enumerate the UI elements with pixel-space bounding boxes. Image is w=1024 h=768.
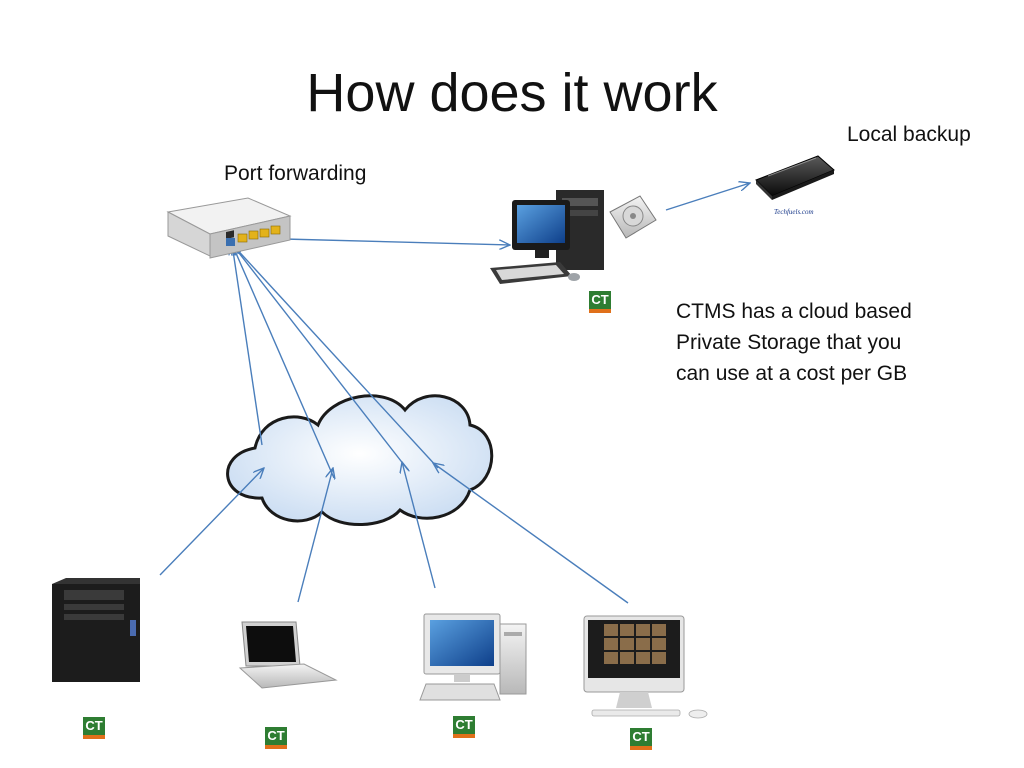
local-backup-label: Local backup xyxy=(847,123,971,146)
connection-arrows xyxy=(159,183,750,604)
arrow-desktop-to-cloud xyxy=(402,462,436,589)
arrow-server-to-cloud xyxy=(159,468,264,576)
storage-note: CTMS has a cloud based Private Storage t… xyxy=(676,296,966,389)
laptop-icon xyxy=(238,621,338,689)
drive-brand-text: Techfuels.com xyxy=(774,208,814,216)
imac-icon xyxy=(583,615,708,719)
office-pc-icon xyxy=(490,190,604,284)
router-icon xyxy=(166,197,292,259)
storage-note-line: can use at a cost per GB xyxy=(676,362,908,385)
arrow-desktop-link-to-router xyxy=(232,244,409,471)
arrow-laptop-link-to-router xyxy=(232,244,335,479)
tower-server-icon xyxy=(52,578,140,682)
arrow-cloud-to-router xyxy=(232,244,263,446)
storage-note-line: CTMS has a cloud based xyxy=(676,300,912,323)
ct-badge: CT xyxy=(83,717,105,739)
ct-badge: CT xyxy=(589,291,611,313)
backup-disk-icon xyxy=(755,155,835,200)
port-forwarding-label: Port forwarding xyxy=(224,162,367,185)
page-title: How does it work xyxy=(306,63,718,123)
arrow-laptop-to-cloud xyxy=(297,468,333,603)
ct-badge: CT xyxy=(453,716,475,738)
arrow-router-to-pc xyxy=(283,238,510,245)
arrow-imac-to-cloud xyxy=(433,463,629,604)
ct-badge: CT xyxy=(265,727,287,749)
ct-badge: CT xyxy=(630,728,652,750)
arrow-imac-link-to-router xyxy=(232,244,439,469)
cloud-icon xyxy=(226,394,494,526)
hard-drive-icon xyxy=(609,195,657,239)
desktop-pc-icon xyxy=(419,613,527,701)
arrow-pc-to-backup xyxy=(665,183,750,211)
storage-note-line: Private Storage that you xyxy=(676,331,902,354)
